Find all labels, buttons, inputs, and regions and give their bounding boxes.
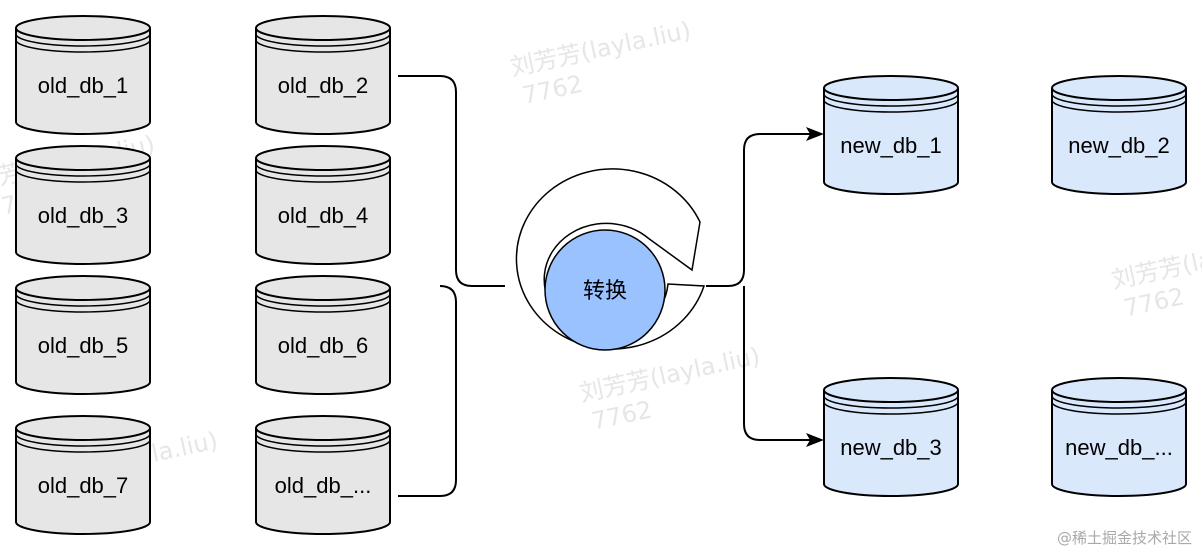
db-label: new_db_3: [840, 435, 942, 460]
cylinder-ring: [15, 33, 151, 47]
cylinder-top: [15, 275, 151, 301]
cylinder-ring: [823, 395, 959, 409]
cylinder-top: [15, 15, 151, 41]
old-db-cylinder: old_db_5: [15, 275, 151, 395]
cylinder-top: [1051, 377, 1187, 403]
cylinder-top: [823, 75, 959, 101]
arrow-head: [806, 127, 824, 141]
db-label: new_db_...: [1065, 435, 1173, 460]
cylinder-ring: [255, 439, 391, 453]
transform-label: 转换: [583, 279, 627, 304]
new-db-cylinder: new_db_...: [1051, 377, 1187, 497]
cylinder-ring: [1051, 395, 1187, 409]
watermark-text: 刘芳芳(layla.liu): [1109, 229, 1202, 295]
output-bracket: [743, 286, 812, 441]
transform-circle: [544, 229, 666, 351]
cylinder-ring: [823, 401, 959, 415]
cylinder-top: [1051, 75, 1187, 101]
old-db-cylinder: old_db_4: [255, 145, 391, 265]
db-label: new_db_2: [1068, 133, 1170, 158]
cylinder-body: [255, 28, 391, 135]
cylinder-top: [255, 15, 391, 41]
cylinder-body: [255, 288, 391, 395]
arrow-head: [806, 433, 824, 447]
cylinder-ring: [1051, 401, 1187, 415]
db-label: old_db_...: [275, 473, 372, 498]
cylinder-ring: [15, 433, 151, 447]
db-label: old_db_2: [278, 73, 369, 98]
old-db-cylinder: old_db_1: [15, 15, 151, 135]
cylinder-body: [823, 88, 959, 195]
new-db-cylinder: new_db_1: [823, 75, 959, 195]
cylinder-ring: [823, 93, 959, 107]
old-db-cylinder: old_db_6: [255, 275, 391, 395]
cycle-arrow-icon: [515, 168, 706, 350]
cylinder-ring: [15, 169, 151, 183]
cylinder-ring: [15, 39, 151, 53]
old-db-cylinder: old_db_3: [15, 145, 151, 265]
cylinder-ring: [255, 293, 391, 307]
db-label: old_db_3: [38, 203, 129, 228]
output-bracket: [706, 133, 812, 287]
cylinder-top: [255, 145, 391, 171]
cylinder-body: [15, 28, 151, 135]
cylinder-body: [15, 158, 151, 265]
cylinder-body: [1051, 88, 1187, 195]
db-label: old_db_1: [38, 73, 129, 98]
cylinder-top: [255, 275, 391, 301]
db-label: old_db_6: [278, 333, 369, 358]
connector-layer: [398, 75, 824, 497]
db-label: old_db_7: [38, 473, 129, 498]
cylinder-ring: [255, 299, 391, 313]
cylinder-body: [255, 158, 391, 265]
cylinder-top: [823, 377, 959, 403]
cylinder-ring: [15, 163, 151, 177]
cylinder-body: [823, 390, 959, 497]
cylinder-ring: [255, 33, 391, 47]
cylinder-top: [15, 415, 151, 441]
new-db-cylinder: new_db_2: [1051, 75, 1187, 195]
cylinder-ring: [15, 439, 151, 453]
old-db-cylinder: old_db_7: [15, 415, 151, 535]
db-label: new_db_1: [840, 133, 942, 158]
db-label: old_db_4: [278, 203, 369, 228]
db-label: old_db_5: [38, 333, 129, 358]
cylinder-ring: [1051, 93, 1187, 107]
new-db-cylinder: new_db_3: [823, 377, 959, 497]
input-bracket: [398, 75, 505, 287]
cylinder-top: [255, 415, 391, 441]
cylinder-ring: [15, 299, 151, 313]
cylinder-body: [15, 428, 151, 535]
cylinder-ring: [1051, 99, 1187, 113]
cylinder-body: [1051, 390, 1187, 497]
watermark-text: 刘芳芳(layla.liu): [577, 342, 763, 408]
cylinder-top: [15, 145, 151, 171]
cylinder-ring: [15, 293, 151, 307]
cylinder-ring: [255, 163, 391, 177]
database-layer: old_db_1 old_db_2 old_db_3 old_db_4 old_db_5…: [15, 15, 1187, 535]
cylinder-body: [255, 428, 391, 535]
cylinder-ring: [255, 433, 391, 447]
old-db-cylinder: old_db_...: [255, 415, 391, 535]
cylinder-ring: [255, 39, 391, 53]
footer-watermark: @稀土掘金技术社区: [1056, 529, 1192, 547]
input-bracket: [398, 285, 457, 497]
old-db-cylinder: old_db_2: [255, 15, 391, 135]
transform-node: 转换: [515, 168, 706, 351]
cylinder-ring: [823, 99, 959, 113]
cylinder-body: [15, 288, 151, 395]
cylinder-ring: [255, 169, 391, 183]
watermark-text: 刘芳芳(layla.liu): [508, 16, 694, 82]
